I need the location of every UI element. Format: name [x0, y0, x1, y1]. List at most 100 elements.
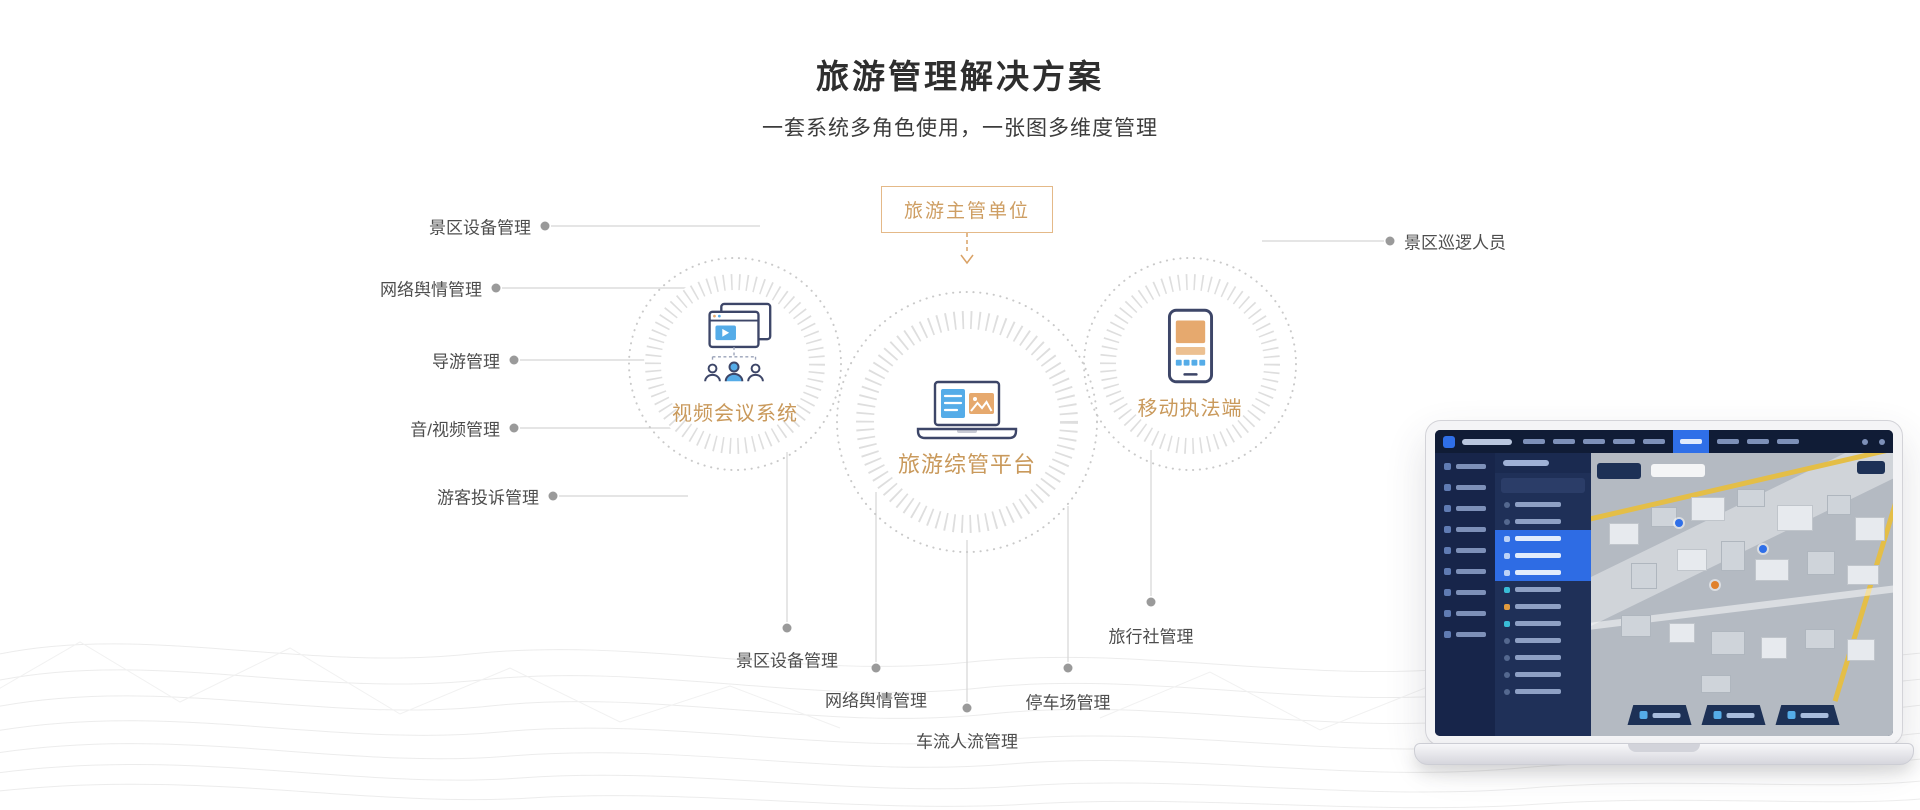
bottom-label-agency-mgmt: 旅行社管理	[1108, 627, 1194, 647]
dashboard-screenshot	[1435, 430, 1893, 736]
map-building	[1761, 637, 1787, 659]
map-building	[1691, 497, 1725, 521]
map-toolbar-button	[1775, 705, 1840, 725]
dashboard-sidebar-primary	[1435, 453, 1495, 736]
dashboard-sidebar-panel	[1495, 453, 1591, 736]
top-menu-item	[1523, 430, 1545, 453]
left-label-guide-mgmt: 导游管理	[432, 352, 500, 372]
map-building	[1701, 675, 1731, 693]
map-building	[1737, 489, 1765, 507]
sidebar-menu-row	[1444, 547, 1495, 554]
connector-dot	[782, 623, 792, 633]
map-marker-icon	[1759, 545, 1767, 553]
dashboard-user-icon	[1862, 438, 1868, 445]
map-building	[1847, 639, 1875, 661]
top-menu-item	[1583, 430, 1605, 453]
bottom-label-parking-mgmt: 停车场管理	[1025, 693, 1111, 713]
node-label-platform: 旅游综管平台	[897, 451, 1036, 477]
bottom-label-opinion-mgmt: 网络舆情管理	[825, 691, 927, 711]
dashboard-logo-icon	[1443, 435, 1455, 448]
map-building	[1621, 615, 1651, 637]
left-label-complaint-mgmt: 游客投诉管理	[437, 488, 539, 508]
panel-select	[1501, 478, 1585, 493]
dashboard-map	[1591, 453, 1893, 736]
map-building	[1807, 551, 1835, 575]
sidebar-menu-row	[1444, 610, 1495, 617]
node-label-video: 视频会议系统	[672, 403, 798, 425]
map-building	[1677, 549, 1707, 571]
top-menu-item	[1613, 430, 1635, 453]
map-marker-icon	[1675, 519, 1683, 527]
connector-dot	[540, 221, 550, 231]
map-building	[1805, 629, 1835, 649]
page-title: 旅游管理解决方案	[816, 58, 1104, 95]
connector-dot	[491, 283, 501, 293]
connector-dot	[548, 491, 558, 501]
sidebar-menu-row	[1444, 484, 1495, 491]
video-conference-icon	[704, 302, 772, 382]
sidebar-menu-row	[1444, 589, 1495, 596]
panel-list-row	[1495, 666, 1591, 683]
sidebar-menu-row	[1444, 526, 1495, 533]
connector-dot	[509, 423, 519, 433]
authority-box: 旅游主管单位	[880, 186, 1054, 233]
laptop-base	[1414, 743, 1914, 765]
top-menu-item	[1747, 430, 1769, 453]
sidebar-menu-row	[1444, 568, 1495, 575]
panel-list-row	[1495, 632, 1591, 649]
panel-list-row	[1495, 581, 1591, 598]
laptop-mockup	[1414, 420, 1914, 772]
connector-dot	[962, 703, 972, 713]
map-toolbar-button	[1701, 705, 1766, 725]
dashboard-panel-list	[1495, 496, 1591, 736]
left-label-av-mgmt: 音/视频管理	[410, 420, 500, 440]
top-menu-item	[1643, 430, 1665, 453]
map-building	[1711, 631, 1745, 655]
map-building	[1847, 565, 1879, 585]
map-overlay-chip	[1651, 464, 1705, 477]
dashboard-body	[1435, 453, 1893, 736]
sidebar-menu-row	[1444, 463, 1495, 470]
panel-list-row	[1495, 530, 1591, 547]
sidebar-menu-row	[1444, 505, 1495, 512]
bottom-label-device-mgmt: 景区设备管理	[736, 651, 838, 671]
node-video-conference-system: 视频会议系统	[605, 234, 865, 494]
page-subtitle: 一套系统多角色使用，一张图多维度管理	[762, 117, 1158, 140]
left-label-opinion-mgmt: 网络舆情管理	[380, 280, 482, 300]
map-building	[1631, 563, 1657, 589]
laptop-screen	[1425, 420, 1903, 746]
panel-list-row	[1495, 496, 1591, 513]
panel-list-row	[1495, 513, 1591, 530]
panel-list-row	[1495, 649, 1591, 666]
connector-dot	[1146, 597, 1156, 607]
dashboard-topbar	[1435, 430, 1893, 453]
mobile-enforcement-icon	[1167, 308, 1213, 384]
map-building	[1651, 507, 1677, 527]
connector-dot	[1385, 236, 1395, 246]
laptop-dashboard-icon	[916, 380, 1018, 439]
map-marker-icon	[1711, 581, 1719, 589]
map-building	[1855, 517, 1885, 541]
map-building	[1755, 559, 1789, 581]
map-building	[1609, 523, 1639, 545]
map-overlay-chip	[1597, 463, 1641, 479]
top-menu-item	[1553, 430, 1575, 453]
left-label-device-mgmt: 景区设备管理	[429, 218, 531, 238]
dashboard-top-menu	[1523, 430, 1851, 453]
map-overlay-chip	[1857, 461, 1885, 474]
map-building	[1777, 505, 1813, 531]
node-label-mobile: 移动执法端	[1137, 398, 1243, 420]
bottom-label-traffic-mgmt: 车流人流管理	[916, 732, 1018, 752]
top-menu-item	[1717, 430, 1739, 453]
panel-header	[1495, 453, 1591, 473]
dashboard-settings-icon	[1879, 438, 1885, 445]
right-label-patrol-staff: 景区巡逻人员	[1404, 233, 1506, 253]
dashboard-logo-text	[1462, 438, 1512, 445]
map-building	[1721, 541, 1745, 571]
connector-dot	[871, 663, 881, 673]
sidebar-menu-row	[1444, 631, 1495, 638]
dashed-down-arrow-icon	[960, 233, 974, 265]
panel-list-row	[1495, 564, 1591, 581]
map-toolbar	[1627, 705, 1840, 725]
